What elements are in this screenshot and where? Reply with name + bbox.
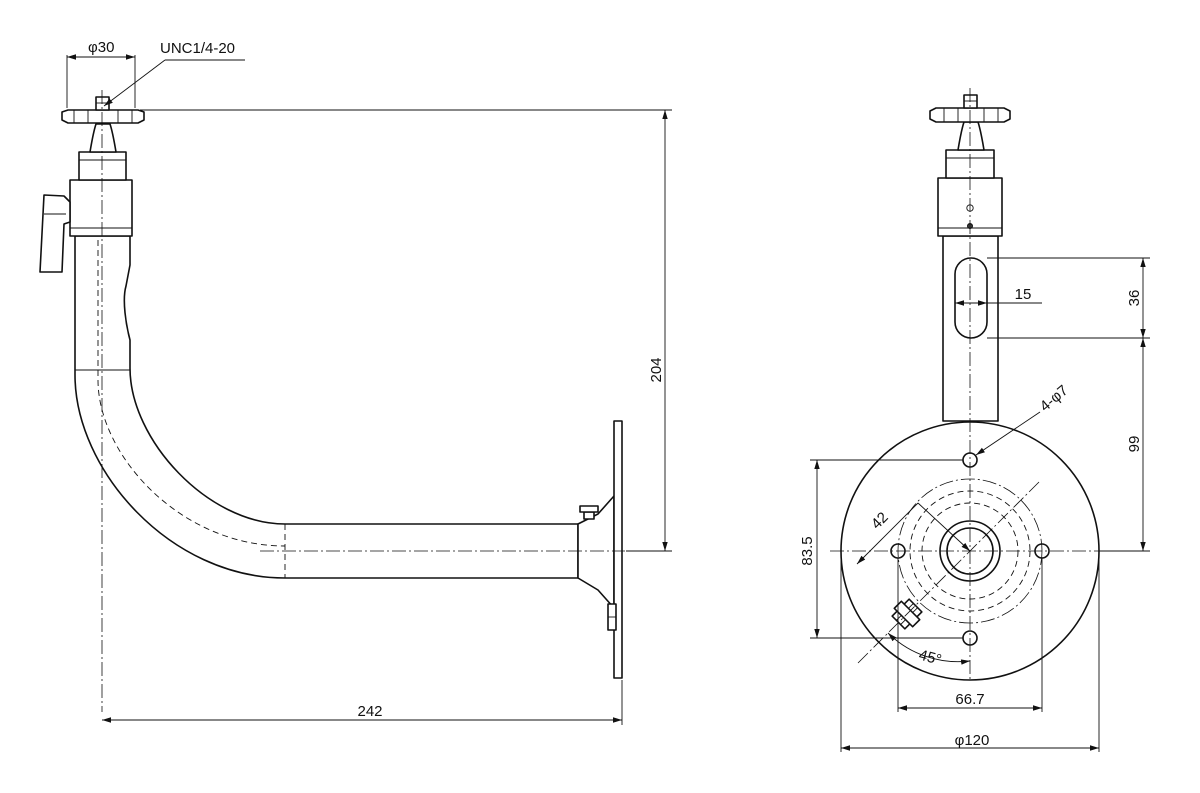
dim-99: 99 <box>1126 436 1143 453</box>
dim-height-204: 204 <box>648 357 665 382</box>
dim-length-242: 242 <box>357 703 382 720</box>
dim-holes: 4-φ7 <box>1037 382 1072 415</box>
front-view <box>830 88 1110 681</box>
side-tube <box>74 235 579 579</box>
dim-66-7: 66.7 <box>955 691 984 708</box>
dim-thread: UNC1/4-20 <box>160 40 235 57</box>
dim-slot-36: 36 <box>1126 290 1143 307</box>
front-dimensions <box>810 257 1150 752</box>
dim-dia120: φ120 <box>955 732 990 749</box>
side-dimensions <box>66 54 672 725</box>
side-knob <box>61 109 145 124</box>
side-wall-plate <box>613 420 623 679</box>
dim-angle-45: 45° <box>917 647 943 669</box>
front-slot <box>954 257 988 339</box>
dim-83-5: 83.5 <box>799 536 816 565</box>
side-lever <box>39 194 71 273</box>
side-view <box>39 90 625 712</box>
dim-dia30: φ30 <box>88 39 114 56</box>
dim-slot-15: 15 <box>1015 286 1032 303</box>
